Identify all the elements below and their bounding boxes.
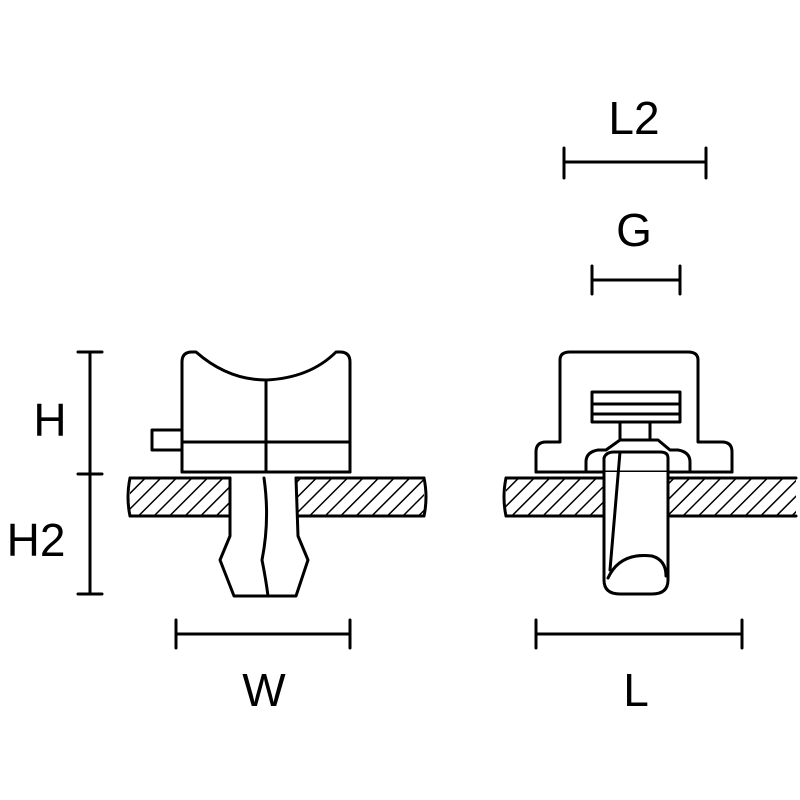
label-l: L <box>623 664 649 716</box>
label-w: W <box>242 664 286 716</box>
right-view <box>502 146 798 650</box>
left-shank <box>218 476 310 598</box>
right-head <box>534 350 734 474</box>
right-panel <box>502 476 798 518</box>
label-h2: H2 <box>7 514 66 566</box>
left-panel <box>126 476 428 518</box>
label-h: H <box>33 394 66 446</box>
label-l2: L2 <box>608 92 659 144</box>
right-shank <box>602 450 670 596</box>
label-g: G <box>616 204 652 256</box>
height-dimension <box>76 350 104 596</box>
gap-dimension <box>590 264 682 296</box>
length2-dimension <box>562 146 708 180</box>
left-view <box>76 350 428 650</box>
left-head <box>150 350 352 474</box>
width-dimension <box>174 618 352 650</box>
length-dimension <box>534 618 744 650</box>
